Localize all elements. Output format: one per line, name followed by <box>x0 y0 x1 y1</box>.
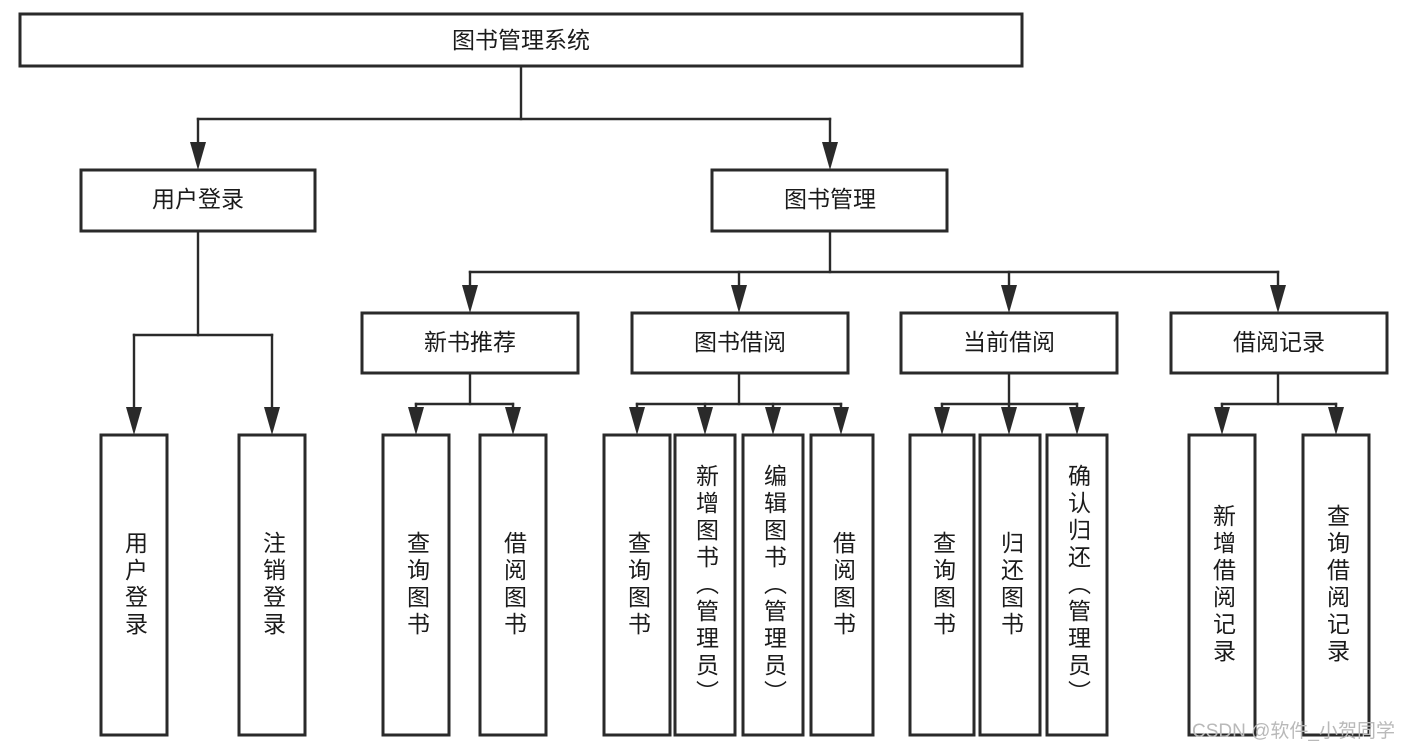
node-new-book-rec-label: 新书推荐 <box>424 329 516 355</box>
leaf-query-book-1-box[interactable] <box>381 433 451 737</box>
leaf-layer <box>99 433 1371 737</box>
leaf-user-login-box[interactable] <box>99 433 169 737</box>
leaf-add-record-box[interactable] <box>1187 433 1257 737</box>
node-book-manage-label: 图书管理 <box>784 186 876 212</box>
node-borrow-record-label: 借阅记录 <box>1233 329 1325 355</box>
arrow-head-book-borrow <box>731 285 747 313</box>
leaf-borrow-book-1-box[interactable] <box>478 433 548 737</box>
node-new-book-rec[interactable]: 新书推荐 <box>360 311 580 375</box>
node-root-label: 图书管理系统 <box>452 27 590 53</box>
leaf-query-book-3-box[interactable] <box>908 433 976 737</box>
arrow-head-leaf-user-login <box>126 407 142 435</box>
leaf-confirm-return-box[interactable] <box>1045 433 1109 737</box>
node-book-borrow[interactable]: 图书借阅 <box>630 311 850 375</box>
arrow-head-leaf-return-book <box>1001 407 1017 435</box>
node-user-login[interactable]: 用户登录 <box>79 168 317 233</box>
arrow-head-leaf-add-record <box>1214 407 1230 435</box>
node-book-borrow-box[interactable] <box>630 311 850 375</box>
node-book-manage-box[interactable] <box>710 168 949 233</box>
node-current-borrow-box[interactable] <box>899 311 1119 375</box>
node-borrow-record[interactable]: 借阅记录 <box>1169 311 1389 375</box>
connector-layer <box>126 64 1344 435</box>
leaf-query-book-2-box[interactable] <box>602 433 672 737</box>
arrow-head-leaf-query-book-3 <box>934 407 950 435</box>
csdn-watermark: CSDN @软件_小贺同学 <box>1192 721 1395 742</box>
arrow-head-user-login <box>190 142 206 170</box>
arrow-head-leaf-borrow-book-1 <box>505 407 521 435</box>
node-root-box[interactable] <box>18 12 1024 68</box>
node-new-book-rec-box[interactable] <box>360 311 580 375</box>
arrow-head-leaf-query-book-2 <box>629 407 645 435</box>
arrow-head-borrow-record <box>1270 285 1286 313</box>
arrow-head-new-book-rec <box>462 285 478 313</box>
arrow-head-book-manage <box>822 142 838 170</box>
arrow-head-leaf-query-book-1 <box>408 407 424 435</box>
node-current-borrow[interactable]: 当前借阅 <box>899 311 1119 375</box>
node-root[interactable]: 图书管理系统 <box>18 12 1024 68</box>
node-book-manage[interactable]: 图书管理 <box>710 168 949 233</box>
arrow-head-leaf-confirm-return <box>1069 407 1085 435</box>
leaf-edit-book-box[interactable] <box>741 433 805 737</box>
arrow-head-leaf-query-record <box>1328 407 1344 435</box>
leaf-logout-box[interactable] <box>237 433 307 737</box>
node-book-borrow-label: 图书借阅 <box>694 329 786 355</box>
arrow-head-leaf-logout <box>264 407 280 435</box>
arrow-head-leaf-edit-book <box>765 407 781 435</box>
node-current-borrow-label: 当前借阅 <box>963 329 1055 355</box>
leaf-add-book-box[interactable] <box>673 433 737 737</box>
leaf-return-book-box[interactable] <box>978 433 1042 737</box>
arrow-head-leaf-borrow-book-2 <box>833 407 849 435</box>
leaf-query-record-box[interactable] <box>1301 433 1371 737</box>
node-user-login-label: 用户登录 <box>152 186 244 212</box>
arrow-head-leaf-add-book <box>697 407 713 435</box>
leaf-borrow-book-2-box[interactable] <box>809 433 875 737</box>
arrow-head-current-borrow <box>1001 285 1017 313</box>
node-borrow-record-box[interactable] <box>1169 311 1389 375</box>
node-user-login-box[interactable] <box>79 168 317 233</box>
